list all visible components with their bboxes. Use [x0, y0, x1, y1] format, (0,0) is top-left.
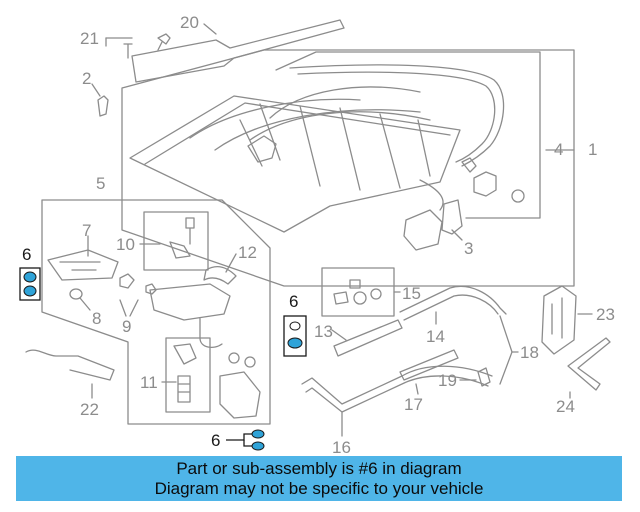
callout-17: 17 — [404, 395, 423, 414]
assembly-1-frame — [121, 49, 575, 287]
callout-3: 3 — [464, 239, 474, 258]
callout-16: 16 — [332, 438, 351, 457]
callout-5: 5 — [96, 174, 106, 193]
callout-9: 9 — [122, 317, 132, 336]
strip-part-17 — [399, 349, 459, 381]
assembly-5-frame — [41, 199, 271, 425]
callout-23: 23 — [596, 305, 615, 324]
leader-9b — [129, 299, 139, 317]
part-10-box — [143, 211, 209, 271]
part-11-box — [165, 337, 211, 413]
part-6-nut-bottom-a — [251, 429, 265, 439]
part-6-nut-left-top — [23, 271, 37, 283]
callout-20: 20 — [180, 13, 199, 32]
part-11-shape — [173, 343, 197, 403]
callout-4: 4 — [554, 140, 564, 159]
callout-6-bottom: 6 — [211, 431, 221, 450]
leader-17 — [415, 383, 419, 395]
bracket-part — [473, 171, 497, 197]
callout-19: 19 — [438, 371, 457, 390]
part-6-leader-bottom — [226, 433, 252, 441]
fastener-part-15 — [333, 279, 361, 305]
bolt-part — [511, 189, 525, 203]
callout-1: 1 — [588, 140, 598, 159]
part-6-nut-left-bottom — [23, 285, 37, 297]
seal-part-16 — [301, 365, 493, 405]
pin-part-9 — [119, 273, 157, 295]
leader-8 — [79, 297, 91, 311]
callout-6-left: 6 — [22, 245, 32, 264]
screw-part-21b — [157, 33, 171, 51]
latch-part-23 — [541, 285, 577, 355]
clip-part — [461, 157, 477, 173]
leader-3 — [451, 229, 463, 241]
banner-line-2: Diagram may not be specific to your vehi… — [154, 478, 484, 498]
part-12 — [203, 265, 237, 285]
hinge-arm-part-7 — [47, 249, 119, 281]
banner-line-1: Part or sub-assembly is #6 in diagram — [176, 458, 462, 478]
clip-part-2 — [97, 95, 109, 117]
pin-part-19 — [477, 367, 491, 387]
hinge-part-3 — [403, 199, 463, 251]
leader-12 — [225, 253, 237, 273]
roof-frame-part — [129, 86, 461, 233]
cable-part-22 — [25, 349, 115, 381]
strip-part-13 — [333, 319, 403, 357]
callout-15: 15 — [402, 284, 421, 303]
part-6-highlights — [19, 267, 307, 451]
part-6-nut-center — [287, 337, 303, 349]
washer-part-8 — [69, 288, 83, 300]
leader-9a — [119, 299, 127, 317]
rod-part-24 — [567, 337, 611, 391]
info-banner: Part or sub-assembly is #6 in diagram Di… — [16, 456, 622, 501]
bolt-part-10 — [169, 217, 195, 259]
callout-18: 18 — [520, 343, 539, 362]
callout-22: 22 — [80, 400, 99, 419]
assembly-4-frame — [275, 51, 541, 219]
side-trim-part — [289, 64, 505, 167]
seal-part-14 — [399, 285, 507, 315]
callout-12: 12 — [238, 243, 257, 262]
leader-20 — [203, 23, 217, 35]
callout-13: 13 — [314, 322, 333, 341]
part-6-nut-bottom-b — [251, 441, 265, 451]
callout-11: 11 — [140, 373, 158, 392]
callout-2: 2 — [82, 69, 92, 88]
leader-2 — [91, 83, 101, 97]
callout-24: 24 — [556, 397, 575, 416]
callout-6-center: 6 — [289, 292, 299, 311]
leader-18 — [499, 315, 513, 385]
callout-10: 10 — [116, 235, 135, 254]
callout-7: 7 — [82, 221, 92, 240]
leader-13 — [331, 329, 347, 341]
callout-8: 8 — [92, 309, 102, 328]
header-strip-part — [131, 19, 345, 83]
callout-21: 21 — [80, 29, 99, 48]
screw-part-21a — [123, 43, 133, 59]
lower-hinge-part — [219, 371, 261, 419]
callout-14: 14 — [426, 327, 445, 346]
